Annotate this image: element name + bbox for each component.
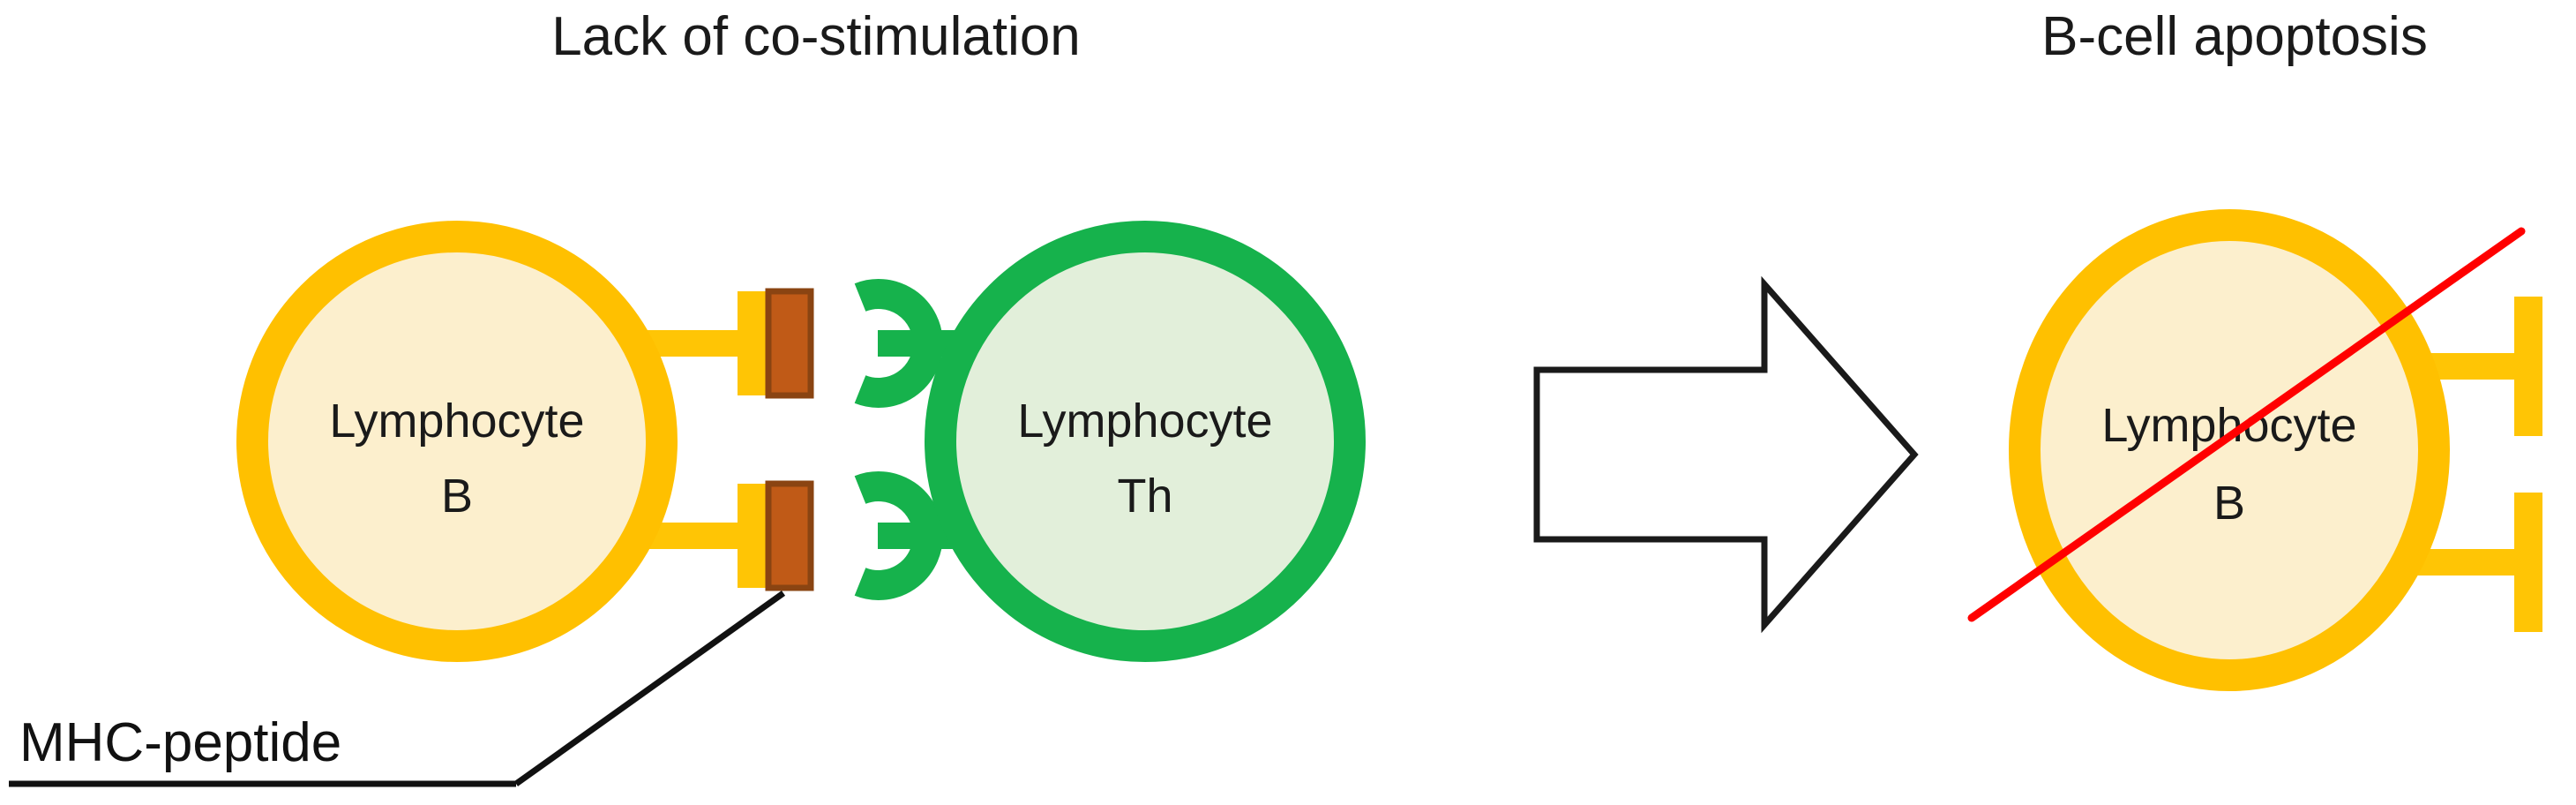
th-cell: Lymphocyte Th bbox=[925, 221, 1366, 662]
b-cell-right-membrane bbox=[2009, 209, 2450, 691]
th-cell-label-line1: Lymphocyte bbox=[1017, 395, 1272, 448]
b-cell-left: Lymphocyte B bbox=[236, 221, 678, 662]
mhc-peptide-label: MHC-peptide bbox=[19, 712, 341, 773]
b-cell-left-label-line1: Lymphocyte bbox=[329, 395, 584, 448]
th-cell-membrane bbox=[925, 221, 1366, 662]
th-cell-label-line2: Th bbox=[1117, 470, 1172, 523]
mhc-bar-right-upper bbox=[2514, 297, 2542, 436]
heading-right: B-cell apoptosis bbox=[2041, 6, 2428, 67]
transition-arrow bbox=[1533, 275, 1919, 634]
peptide-block-lower bbox=[765, 480, 814, 591]
mhc-bar-lower bbox=[738, 484, 766, 588]
b-cell-right-label-line2: B bbox=[2213, 477, 2245, 530]
mhc-peptide-leader-diagonal bbox=[513, 591, 786, 786]
b-cell-right-label-line1: Lymphocyte bbox=[2101, 399, 2356, 452]
mhc-bar-right-lower bbox=[2514, 493, 2542, 632]
b-cell-left-label-line2: B bbox=[441, 470, 473, 523]
b-cell-left-membrane bbox=[236, 221, 678, 662]
apoptosis-strike-line bbox=[1967, 227, 2526, 622]
heading-left: Lack of co-stimulation bbox=[551, 6, 1081, 67]
mhc-peptide-leader bbox=[9, 591, 786, 787]
peptide-block-upper bbox=[765, 288, 814, 399]
mhc-bar-upper bbox=[738, 291, 766, 395]
b-cell-right: Lymphocyte B bbox=[2009, 209, 2450, 691]
